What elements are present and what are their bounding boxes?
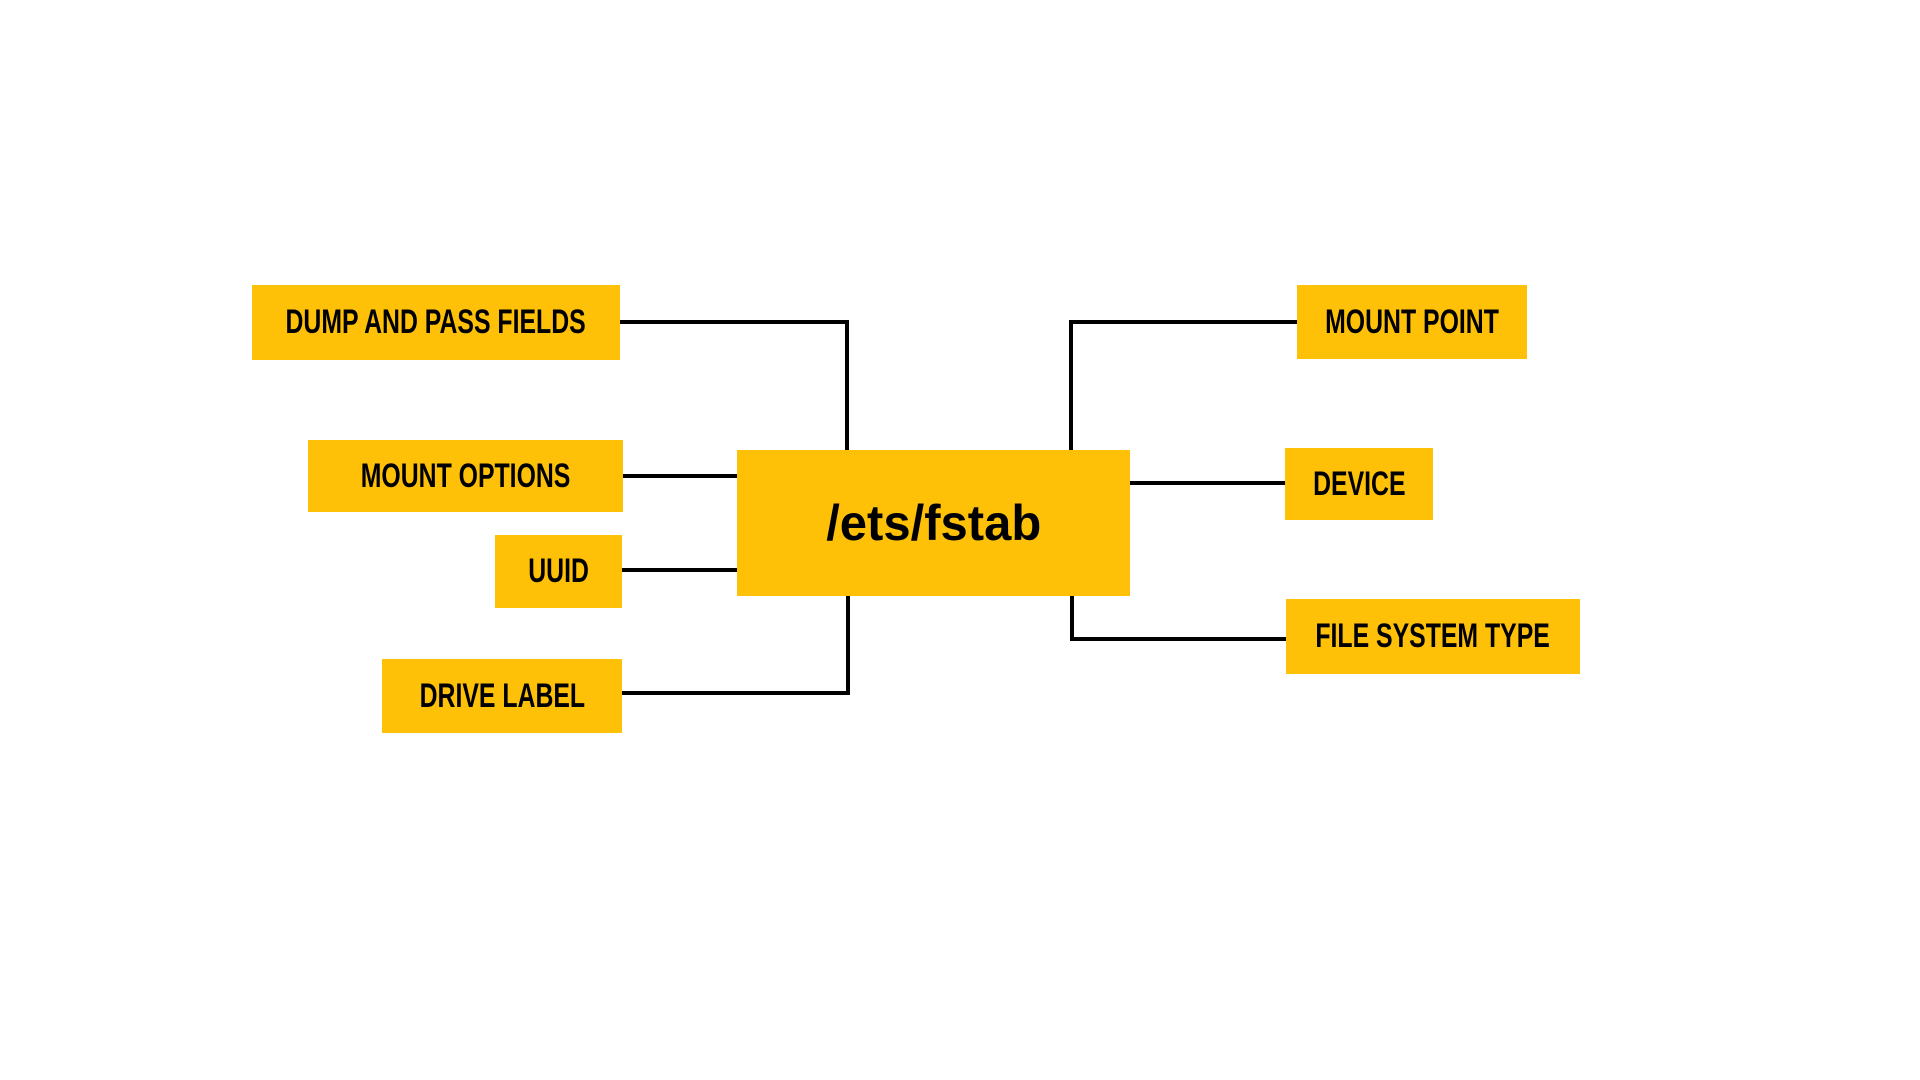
node-drive-label-label: DRIVE LABEL — [419, 676, 585, 715]
node-dump-and-pass-fields-label: DUMP AND PASS FIELDS — [285, 303, 587, 341]
node-mount-point-label: MOUNT POINT — [1325, 302, 1499, 341]
node-mount-options[interactable]: MOUNT OPTIONS — [308, 440, 623, 512]
connector-file-system-type-vertical — [1070, 596, 1074, 641]
node-device-label: DEVICE — [1312, 464, 1406, 503]
node-file-system-type-label: FILE SYSTEM TYPE — [1315, 617, 1551, 655]
connector-device — [1130, 481, 1285, 485]
connector-drive-label-vertical — [846, 596, 850, 695]
connector-drive-label-horizontal — [622, 691, 850, 695]
connector-dump-and-pass-vertical — [845, 320, 849, 450]
node-ets-fstab-label: /ets/fstab — [825, 495, 1042, 551]
node-uuid[interactable]: UUID — [495, 535, 622, 608]
node-mount-options-label: MOUNT OPTIONS — [360, 456, 571, 495]
connector-mount-point-vertical — [1069, 320, 1073, 450]
node-dump-and-pass-fields[interactable]: DUMP AND PASS FIELDS — [252, 285, 620, 360]
node-file-system-type[interactable]: FILE SYSTEM TYPE — [1286, 599, 1580, 674]
node-uuid-label: UUID — [528, 552, 589, 590]
connector-file-system-type-horizontal — [1070, 637, 1286, 641]
connector-mount-point-horizontal — [1069, 320, 1297, 324]
node-device[interactable]: DEVICE — [1285, 448, 1433, 520]
node-ets-fstab[interactable]: /ets/fstab — [737, 450, 1130, 596]
connector-uuid — [622, 568, 737, 572]
connector-dump-and-pass-horizontal — [620, 320, 849, 324]
connector-mount-options — [623, 474, 737, 478]
node-mount-point[interactable]: MOUNT POINT — [1297, 285, 1527, 359]
node-drive-label[interactable]: DRIVE LABEL — [382, 659, 622, 733]
